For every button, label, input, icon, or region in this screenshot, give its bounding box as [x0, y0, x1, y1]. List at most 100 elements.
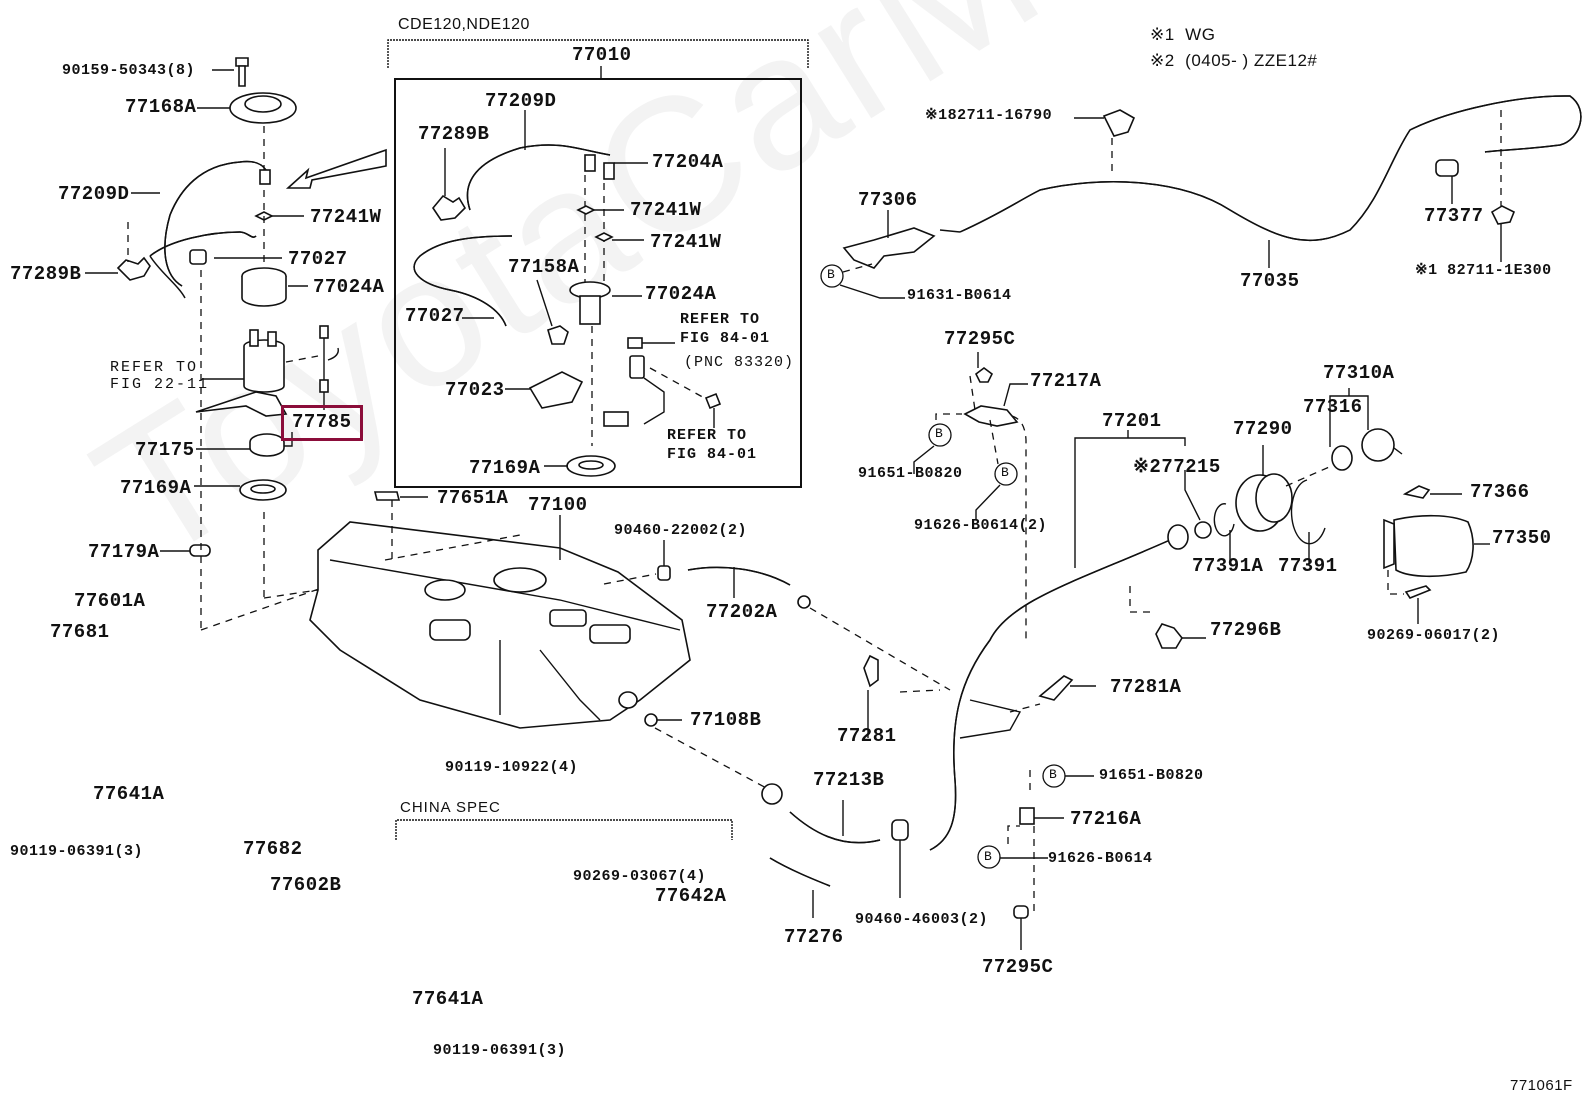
- wire-harness-icon: [319, 325, 339, 410]
- arrow-icon: [285, 148, 387, 189]
- bracket-icon: [963, 405, 1019, 427]
- note-1: ※1 WG: [1150, 26, 1215, 43]
- part-label[interactable]: 77642A: [655, 885, 727, 907]
- part-label[interactable]: 91651-B0820: [858, 465, 963, 482]
- part-label[interactable]: 91626-B0614: [1048, 850, 1153, 867]
- refer-to-label[interactable]: FIG 22-11: [110, 376, 210, 393]
- part-label[interactable]: 77027: [288, 248, 348, 270]
- part-label[interactable]: 77158A: [508, 256, 580, 278]
- part-label[interactable]: 90460-46003(2): [855, 911, 989, 928]
- part-label[interactable]: 77641A: [412, 988, 484, 1010]
- part-label[interactable]: ※277215: [1133, 456, 1221, 478]
- part-label[interactable]: 77289B: [418, 123, 490, 145]
- part-label[interactable]: 77209D: [485, 90, 557, 112]
- part-label[interactable]: 77024A: [313, 276, 385, 298]
- part-label[interactable]: 77310A: [1323, 362, 1395, 384]
- part-label[interactable]: 77213B: [813, 769, 885, 791]
- refer-to-label[interactable]: FIG 84-01: [680, 330, 771, 347]
- part-label[interactable]: 77023: [445, 379, 505, 401]
- part-label[interactable]: 77295C: [982, 956, 1054, 978]
- part-label[interactable]: 77217A: [1030, 370, 1102, 392]
- part-label[interactable]: 77682: [243, 838, 303, 860]
- part-label[interactable]: 91651-B0820: [1099, 767, 1204, 784]
- part-label[interactable]: 77295C: [944, 328, 1016, 350]
- group-caption-cde120: CDE120,NDE120: [398, 16, 530, 33]
- part-label[interactable]: 77281: [837, 725, 897, 747]
- part-label[interactable]: 90119-06391(3): [10, 843, 144, 860]
- note-2: ※2 (0405- ) ZZE12#: [1150, 52, 1317, 69]
- note-mark: ※1: [1150, 25, 1175, 44]
- part-label[interactable]: 77241W: [630, 199, 702, 221]
- part-label[interactable]: 77175: [135, 439, 195, 461]
- part-label[interactable]: 77601A: [74, 590, 146, 612]
- part-label[interactable]: ※182711-16790: [925, 107, 1053, 124]
- part-label[interactable]: 77377: [1424, 205, 1484, 227]
- part-label[interactable]: 77201: [1102, 410, 1162, 432]
- clip-icon: [974, 367, 994, 383]
- part-label[interactable]: 77209D: [58, 183, 130, 205]
- b-circle-label: B: [984, 849, 993, 864]
- part-label[interactable]: 77651A: [437, 487, 509, 509]
- part-label[interactable]: 77289B: [10, 263, 82, 285]
- part-label[interactable]: ※1 82711-1E300: [1415, 262, 1552, 279]
- part-label[interactable]: 77035: [1240, 270, 1300, 292]
- part-label[interactable]: 77681: [50, 621, 110, 643]
- filler-pipe-icon: [929, 430, 1189, 851]
- part-label[interactable]: 77168A: [125, 96, 197, 118]
- clip-icon: [1490, 205, 1516, 225]
- part-label[interactable]: 77108B: [690, 709, 762, 731]
- part-label[interactable]: 90269-03067(4): [573, 868, 707, 885]
- part-label-highlighted[interactable]: 77785: [292, 411, 352, 433]
- pump-holder-icon: [241, 267, 308, 307]
- part-label[interactable]: 77169A: [469, 457, 541, 479]
- bracket-icon: [1038, 675, 1074, 701]
- part-label[interactable]: 77602B: [270, 874, 342, 896]
- retainer-ring-icon: [197, 92, 297, 124]
- part-label[interactable]: 90460-22002(2): [614, 522, 748, 539]
- part-label[interactable]: 77027: [405, 305, 465, 327]
- part-label[interactable]: 77306: [858, 189, 918, 211]
- part-label[interactable]: 77316: [1303, 396, 1363, 418]
- part-label[interactable]: 90159-50343(8): [62, 62, 196, 79]
- part-label[interactable]: 90119-10922(4): [445, 759, 579, 776]
- part-label[interactable]: 77202A: [706, 601, 778, 623]
- latch-icon: [1402, 485, 1431, 499]
- fuel-pump-icon: [195, 329, 288, 417]
- bushing-icon: [1435, 159, 1459, 177]
- part-label[interactable]: 77024A: [645, 283, 717, 305]
- refer-to-label: REFER TO: [680, 311, 761, 328]
- left-pump-stack: [85, 57, 521, 631]
- fuel-door-icon: [1393, 514, 1474, 578]
- part-label[interactable]: 77641A: [93, 783, 165, 805]
- lever-icon: [842, 227, 936, 269]
- part-label[interactable]: 77290: [1233, 418, 1293, 440]
- part-label[interactable]: 77391: [1278, 555, 1338, 577]
- part-label[interactable]: 77241W: [650, 231, 722, 253]
- part-label[interactable]: 77216A: [1070, 808, 1142, 830]
- part-label-77010[interactable]: 77010: [572, 44, 632, 66]
- part-label[interactable]: 77391A: [1192, 555, 1264, 577]
- part-label[interactable]: 90119-06391(3): [433, 1042, 567, 1059]
- part-label[interactable]: 91626-B0614(2): [914, 517, 1048, 534]
- opener-cable-icon: [939, 95, 1582, 268]
- part-label[interactable]: 77366: [1470, 481, 1530, 503]
- part-label[interactable]: 77350: [1492, 527, 1552, 549]
- part-label[interactable]: 77241W: [310, 206, 382, 228]
- part-label[interactable]: 77281A: [1110, 676, 1182, 698]
- refer-to-label[interactable]: FIG 84-01: [667, 446, 758, 463]
- part-label[interactable]: 91631-B0614: [907, 287, 1012, 304]
- filler-neck-icon: [1235, 445, 1293, 532]
- part-label[interactable]: 77169A: [120, 477, 192, 499]
- group-caption-china-spec: CHINA SPEC: [400, 799, 501, 816]
- part-label[interactable]: 77296B: [1210, 619, 1282, 641]
- pump-box-parts: [413, 110, 722, 477]
- part-label[interactable]: 90269-06017(2): [1367, 627, 1501, 644]
- part-label[interactable]: 77204A: [652, 151, 724, 173]
- part-label[interactable]: 77276: [784, 926, 844, 948]
- china-spec-group-box: [395, 819, 733, 840]
- part-label[interactable]: 77179A: [88, 541, 160, 563]
- part-label[interactable]: 77100: [528, 494, 588, 516]
- bracket-icon: [863, 654, 879, 688]
- clamp-icon: [657, 565, 671, 581]
